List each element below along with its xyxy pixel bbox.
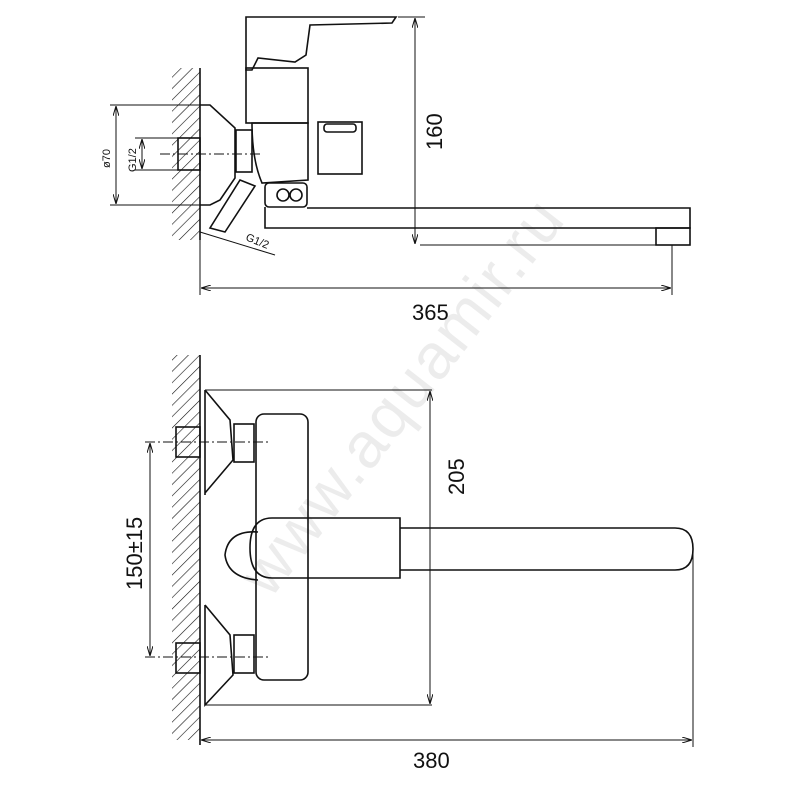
aerator [655,227,691,246]
handle [245,16,398,71]
nut [235,129,253,173]
lower-stub [175,642,201,674]
cartridge-body [245,67,309,124]
outlet-fitting [208,179,257,233]
wall-hatch [172,355,200,740]
inlet-thread-label: G1/2 [127,148,139,172]
flange-diameter-label: ø70 [101,149,113,168]
spout [264,207,691,229]
flange [200,104,236,206]
outlet-thread-label: G1/2 [244,232,271,252]
mixer-body [255,413,309,681]
lower-nut [233,634,255,674]
spout [400,527,694,571]
length-dimension-label: 380 [413,748,450,773]
diverter [317,121,363,175]
upper-nut [233,423,255,463]
watermark: www.aquamir.ru [224,183,579,609]
spout-collar [264,182,308,208]
height-dimension-label: 160 [422,113,447,150]
side-view: 160 365 ø70 G1/2 G1/2 [101,16,691,325]
handle [249,517,401,579]
lower-flange [204,604,234,708]
depth-dimension-label: 205 [444,458,469,495]
top-view: 205 150±15 380 [122,355,694,773]
spacing-dimension-label: 150±15 [122,517,147,590]
valve-body [251,122,309,184]
length-dimension-label: 365 [412,300,449,325]
